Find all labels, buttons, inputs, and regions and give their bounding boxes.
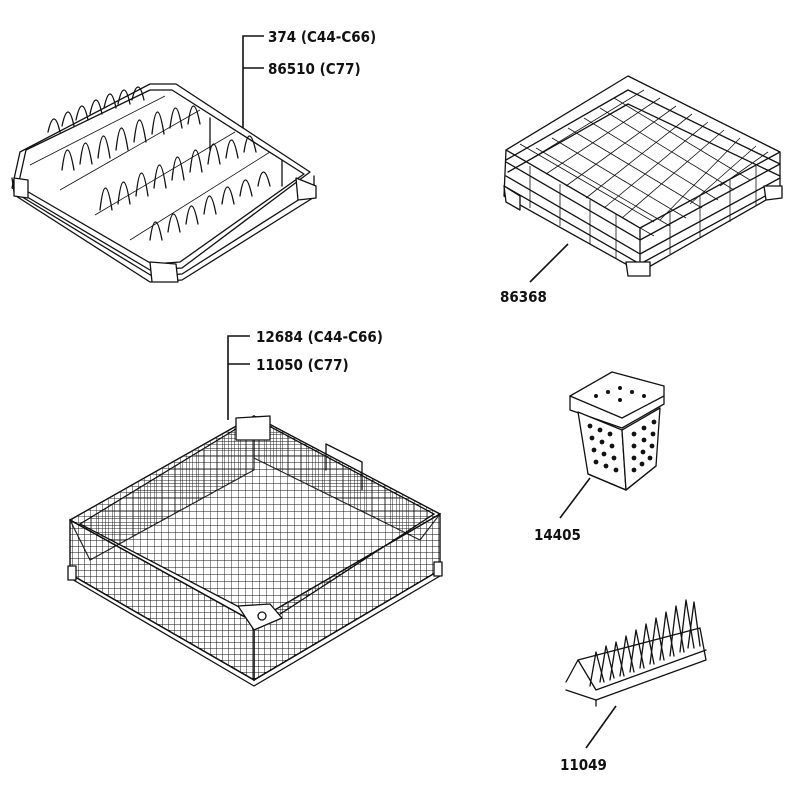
glass-rack [503, 75, 783, 277]
plate-rack-leader [242, 35, 264, 128]
plate-insert-tines [589, 599, 701, 687]
plate-rack-label-c44-c66: 374 (C44-C66) [268, 28, 376, 46]
plate-insert [565, 599, 707, 707]
mesh-basket-label-c44-c66: 12684 (C44-C66) [256, 328, 383, 346]
plate-rack-label-c77: 86510 (C77) [268, 60, 361, 78]
plate-divider-wires [47, 86, 271, 241]
cutlery-cup-holes [587, 386, 657, 473]
plate-insert-label: 11049 [560, 756, 607, 774]
glass-rack-grid [519, 89, 769, 258]
cutlery-cup [569, 371, 665, 491]
plate-rack [11, 83, 317, 283]
mesh-basket [67, 414, 443, 687]
cutlery-cup-label: 14405 [534, 526, 581, 544]
plate-insert-leader [585, 705, 617, 749]
mesh-basket-label-c77: 11050 (C77) [256, 356, 349, 374]
glass-rack-leader [529, 243, 569, 283]
mesh-basket-leader [227, 335, 250, 420]
cutlery-cup-leader [559, 477, 591, 519]
glass-rack-label: 86368 [500, 288, 547, 306]
basket-handle-back [235, 415, 271, 441]
